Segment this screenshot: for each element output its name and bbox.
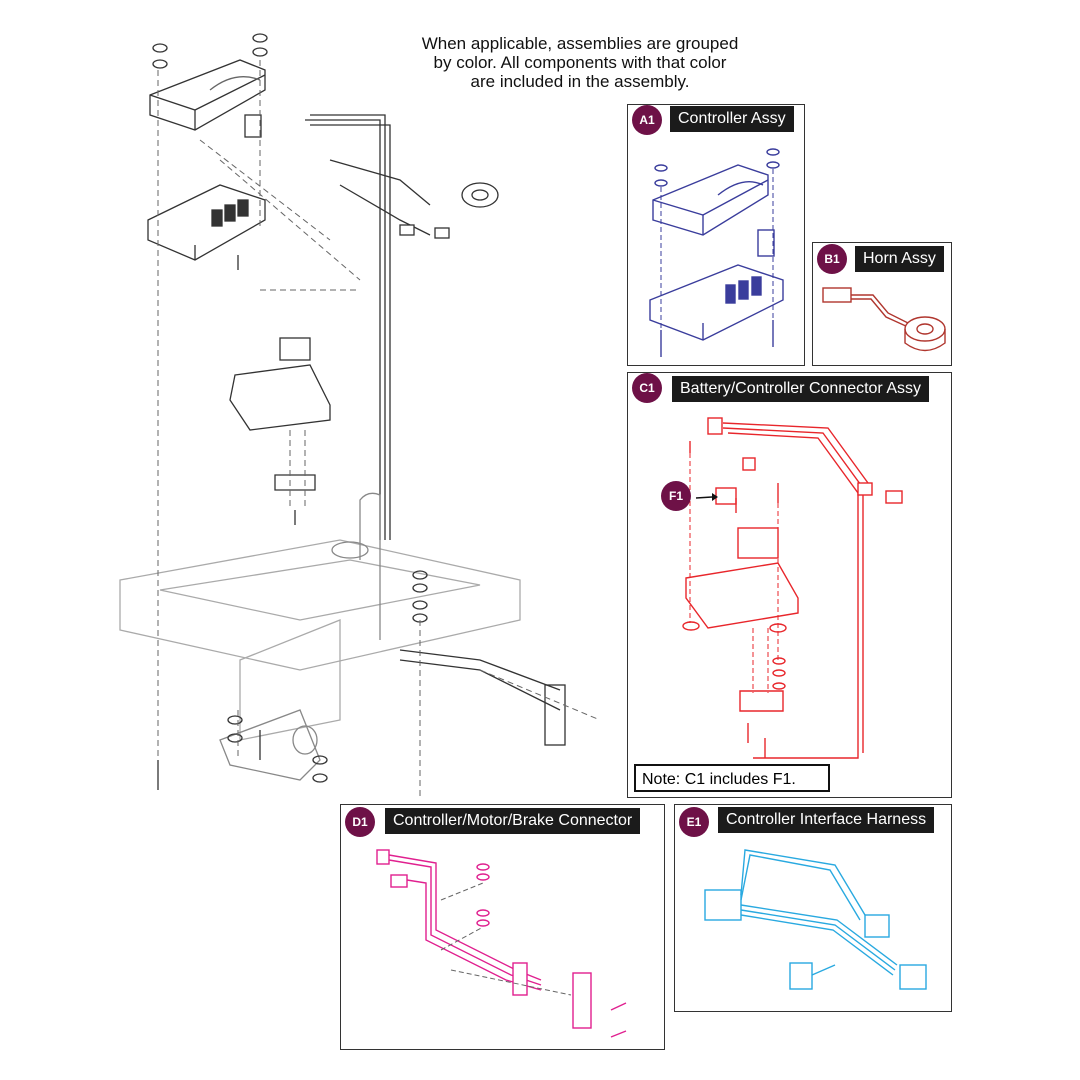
badge-f1: F1 <box>661 481 691 511</box>
badge-c1: C1 <box>632 373 662 403</box>
assembly-panel-a1 <box>627 104 805 366</box>
badge-d1: D1 <box>345 807 375 837</box>
battery-controller-connector-diagram <box>682 417 903 759</box>
controller-motor-brake-connector-diagram <box>376 849 627 1038</box>
badge-a1: A1 <box>632 105 662 135</box>
main-exploded-diagram <box>119 33 601 800</box>
badge-e1: E1 <box>679 807 709 837</box>
assembly-title-e1: Controller Interface Harness <box>718 807 935 833</box>
intro-note: When applicable, assemblies are grouped … <box>421 34 739 91</box>
assembly-title-d1: Controller/Motor/Brake Connector <box>385 808 641 834</box>
badge-b1: B1 <box>817 244 847 274</box>
controller-assy-diagram <box>649 148 784 357</box>
assembly-panel-d1 <box>340 804 665 1050</box>
c1-note: Note: C1 includes F1. <box>634 764 830 792</box>
horn-assy-diagram <box>822 287 946 352</box>
assembly-title-a1: Controller Assy <box>670 106 794 132</box>
controller-interface-harness-diagram <box>704 849 927 990</box>
assembly-title-b1: Horn Assy <box>855 246 944 272</box>
assembly-panel-c1 <box>627 372 952 798</box>
assembly-panel-e1 <box>674 804 952 1012</box>
assembly-title-c1: Battery/Controller Connector Assy <box>672 376 929 402</box>
